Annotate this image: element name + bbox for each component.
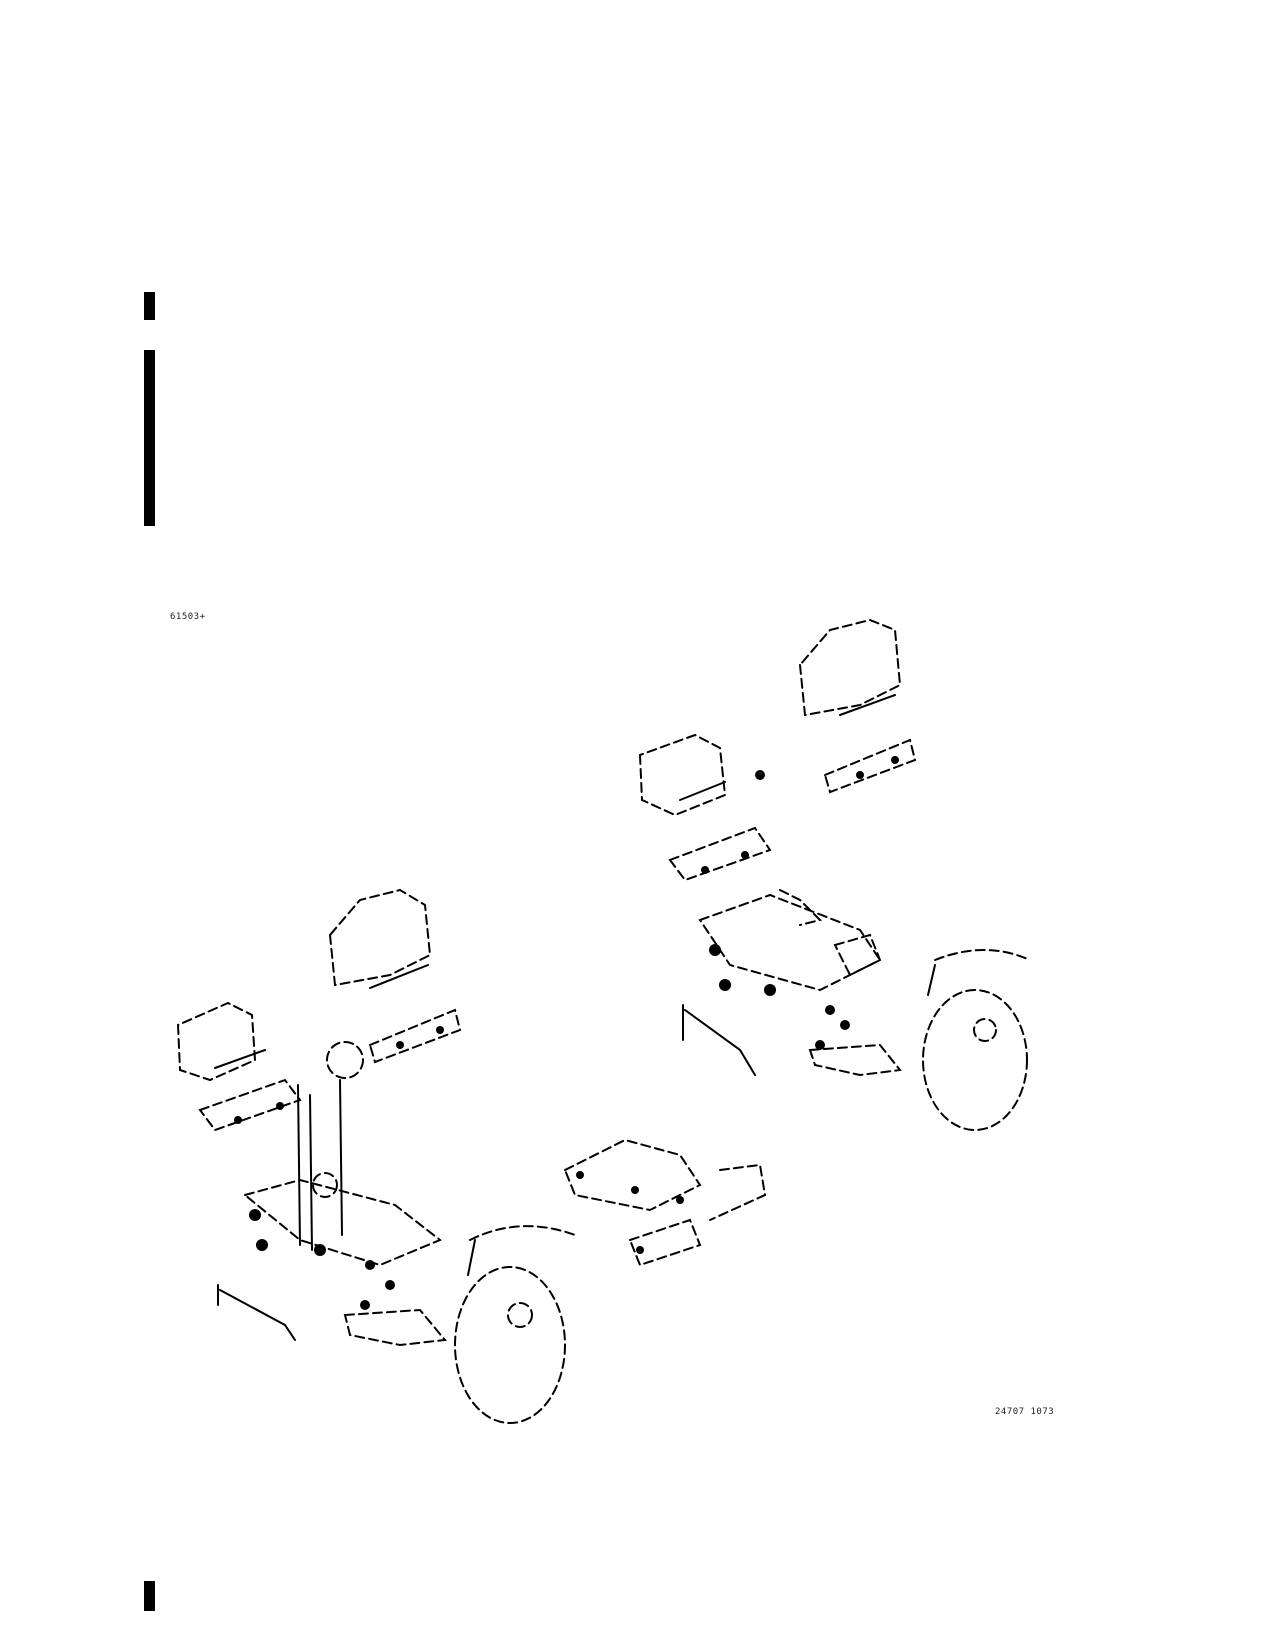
left-bolt-4: [436, 1026, 444, 1034]
right-bolt-1: [701, 866, 709, 874]
right-wheel-hub: [973, 1018, 997, 1042]
right-upper-bracket: [779, 889, 822, 926]
right-nut-2: [719, 979, 731, 991]
right-side-part: [833, 933, 882, 977]
left-pedal-label-2: [369, 964, 429, 989]
center-plate-bracket: [563, 1138, 767, 1267]
left-shaft-3: [297, 1084, 301, 1246]
right-pedal-label-2: [839, 694, 896, 716]
plate-bolt-2: [631, 1186, 639, 1194]
right-rod: [684, 1009, 756, 1076]
right-bolt-2: [741, 851, 749, 859]
left-nut-3: [314, 1244, 326, 1256]
plate-bracket-tail: [709, 1163, 767, 1221]
left-lever: [343, 1308, 447, 1347]
right-lever: [808, 1043, 902, 1077]
right-wheel-guard: [934, 949, 1031, 961]
left-nut-4: [365, 1260, 375, 1270]
left-nut-1: [249, 1209, 261, 1221]
left-shaft-2: [339, 1079, 343, 1236]
right-nut-3: [764, 984, 776, 996]
right-nut-1: [709, 944, 721, 956]
drawing-id-label: 24707 1073: [995, 1407, 1055, 1417]
left-bolt-2: [276, 1102, 284, 1110]
right-nut-6: [815, 1040, 825, 1050]
plate-bolt-4: [636, 1246, 644, 1254]
right-pedal-arm-2: [823, 738, 917, 794]
right-nut-4: [825, 1005, 835, 1015]
left-pedal-arm-2: [368, 1008, 462, 1064]
left-pedal-label-1: [214, 1049, 266, 1069]
right-wheel: [922, 989, 1028, 1131]
left-wheel-arm: [467, 1239, 476, 1276]
right-pedal-pad-left: [638, 733, 727, 817]
left-rod: [219, 1289, 296, 1341]
left-nut-2: [256, 1239, 268, 1251]
plate-bolt-1: [576, 1171, 584, 1179]
right-nut-5: [840, 1020, 850, 1030]
plate-bolt-3: [676, 1196, 684, 1204]
right-pedal-label-1: [679, 781, 726, 801]
left-nut-5: [385, 1280, 395, 1290]
right-bracket: [698, 893, 882, 992]
left-assembly: [176, 888, 576, 1424]
right-pedal-pad-right: [798, 618, 902, 717]
right-bolt-5: [755, 770, 765, 780]
left-pivot-2: [312, 1172, 338, 1198]
left-wheel-guard: [469, 1225, 576, 1241]
figure-id-label: 61503+: [170, 612, 206, 622]
left-pedal-pad-left: [176, 1001, 257, 1082]
right-bolt-4: [891, 756, 899, 764]
left-bolt-1: [234, 1116, 242, 1124]
left-wheel-hub: [507, 1302, 533, 1328]
plate-bracket-foot: [628, 1218, 702, 1267]
revision-bar-top: [144, 292, 155, 320]
revision-bar-middle: [144, 350, 155, 526]
right-assembly: [638, 618, 1031, 1131]
plate-bracket-body: [563, 1138, 702, 1212]
left-wheel: [454, 1266, 566, 1424]
left-pedal-pad-right: [328, 888, 432, 987]
left-shaft-1: [309, 1094, 313, 1251]
left-nut-6: [360, 1300, 370, 1310]
left-bracket: [242, 1178, 442, 1267]
left-pedal-arm-1: [198, 1078, 302, 1132]
right-wheel-arm: [927, 964, 936, 996]
revision-bar-bottom: [144, 1581, 155, 1611]
right-bolt-3: [856, 771, 864, 779]
left-bolt-3: [396, 1041, 404, 1049]
right-pedal-arm-1: [668, 826, 772, 882]
left-pivot: [326, 1041, 364, 1079]
